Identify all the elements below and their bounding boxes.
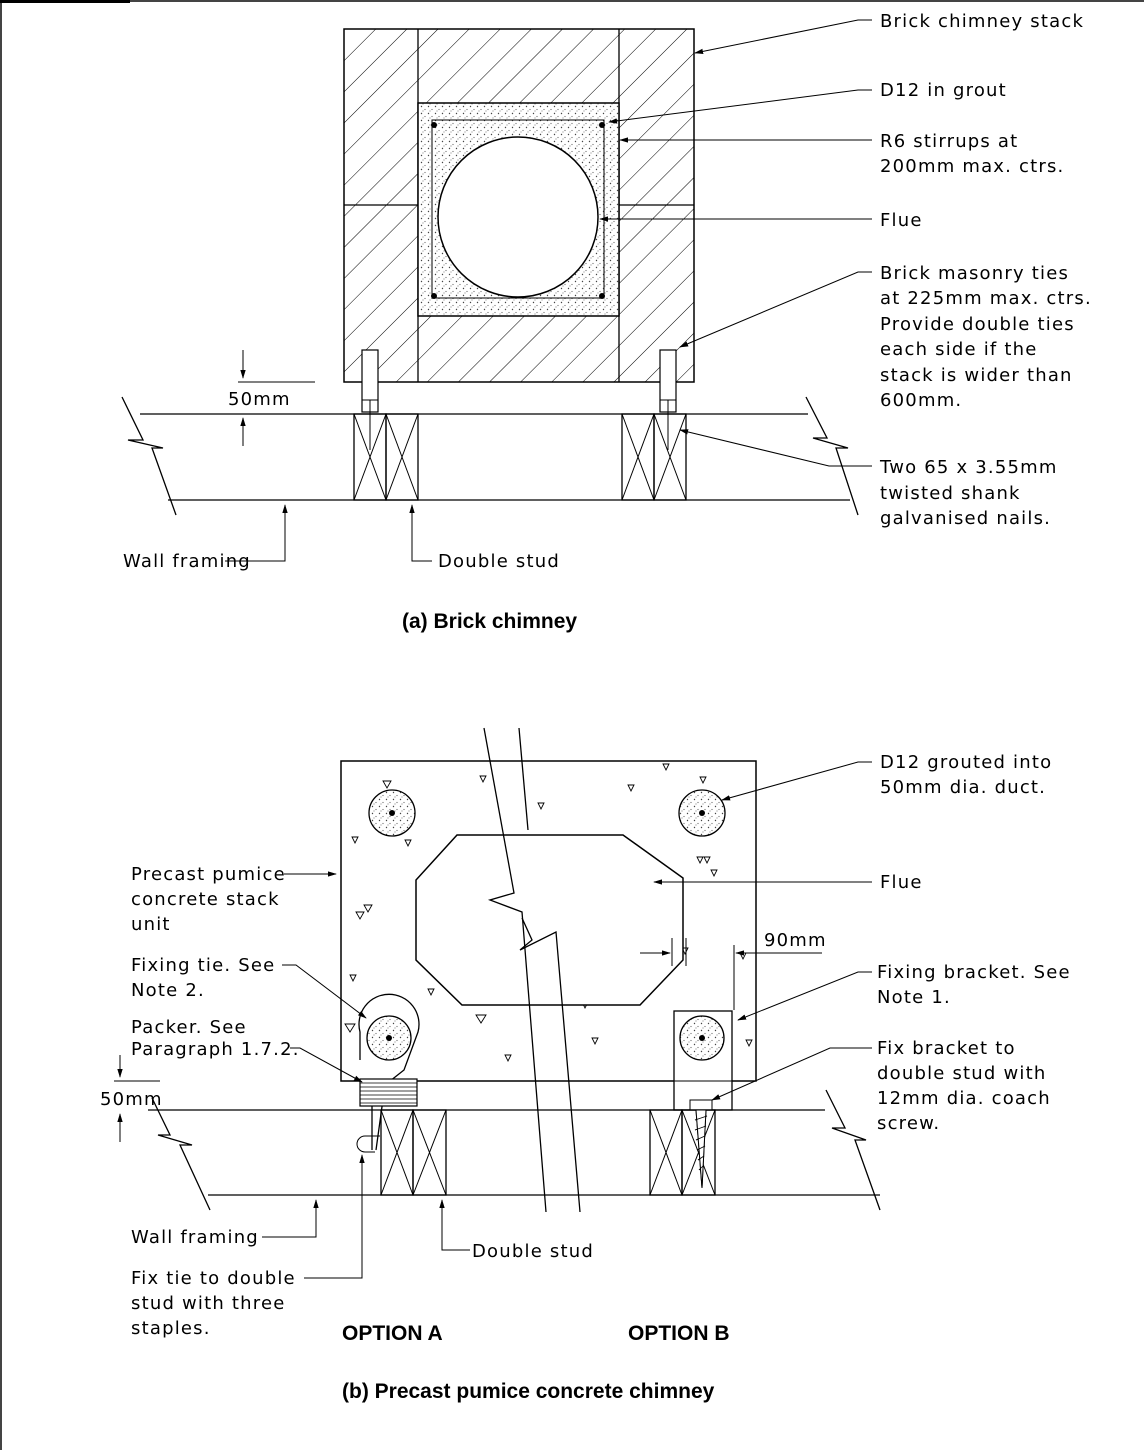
coach-screw-head	[689, 1099, 713, 1111]
label-coach-line4: screw.	[877, 1113, 940, 1134]
double-stud	[353, 413, 419, 501]
label-fixing-tie-line1: Fixing tie. See	[131, 955, 275, 976]
label-ties-line2: at 225mm max. ctrs.	[880, 288, 1092, 309]
label-d12-duct-line2: 50mm dia. duct.	[880, 777, 1046, 798]
label-bracket-line2: Note 1.	[877, 987, 951, 1008]
option-b-heading: OPTION B	[628, 1322, 730, 1345]
label-staples-line2: stud with three	[131, 1293, 286, 1314]
flue-circle	[437, 136, 599, 298]
d12-bar	[431, 122, 437, 128]
label-ties-line6: 600mm.	[880, 390, 962, 411]
label-ties-line4: each side if the	[880, 339, 1038, 360]
label-ties-line3: Provide double ties	[880, 314, 1075, 335]
label-wall-framing-b: Wall framing	[131, 1227, 259, 1248]
brick-chimney-figure: Brick chimney stack D12 in grout R6 stir…	[121, 11, 1092, 633]
packer	[359, 1078, 418, 1107]
label-staples-line3: staples.	[131, 1318, 211, 1339]
label-ties-line1: Brick masonry ties	[880, 263, 1069, 284]
label-stirrups-line2: 200mm max. ctrs.	[880, 156, 1064, 177]
label-nails-line2: twisted shank	[880, 483, 1021, 504]
label-coach-line2: double stud with	[877, 1063, 1046, 1084]
double-stud	[380, 1109, 447, 1196]
label-precast-line1: Precast pumice	[131, 864, 286, 885]
label-brick-chimney-stack: Brick chimney stack	[880, 11, 1084, 32]
label-double-stud-b: Double stud	[472, 1241, 594, 1262]
label-double-stud: Double stud	[438, 551, 560, 572]
label-precast-line2: concrete stack	[131, 889, 280, 910]
label-dim-50mm-b: 50mm	[100, 1089, 163, 1110]
label-d12-in-grout: D12 in grout	[880, 80, 1007, 101]
caption-brick-chimney: (a) Brick chimney	[402, 610, 577, 633]
label-wall-framing: Wall framing	[123, 551, 251, 572]
label-flue-b: Flue	[880, 872, 923, 893]
d12-bar	[599, 122, 605, 128]
option-a-heading: OPTION A	[342, 1322, 443, 1345]
octagonal-flue	[415, 834, 684, 1006]
label-fixing-tie-line2: Note 2.	[131, 980, 205, 1001]
d12-bar	[431, 293, 437, 299]
double-stud	[649, 1109, 716, 1196]
label-precast-line3: unit	[131, 914, 171, 935]
label-nails-line3: galvanised nails.	[880, 508, 1051, 529]
label-d12-duct-line1: D12 grouted into	[880, 752, 1052, 773]
staple	[356, 1135, 380, 1153]
d12-bar	[599, 293, 605, 299]
label-ties-line5: stack is wider than	[880, 365, 1073, 386]
label-staples-line1: Fix tie to double	[131, 1268, 296, 1289]
label-bracket-line1: Fixing bracket. See	[877, 962, 1071, 983]
double-stud	[621, 413, 687, 501]
label-packer-line1: Packer. See	[131, 1017, 247, 1038]
label-coach-line1: Fix bracket to	[877, 1038, 1016, 1059]
precast-chimney-figure: D12 grouted into 50mm dia. duct. Precast…	[100, 727, 1071, 1403]
label-dim-90mm: 90mm	[764, 930, 827, 951]
label-packer-line2: Paragraph 1.7.2.	[131, 1039, 300, 1060]
label-coach-line3: 12mm dia. coach	[877, 1088, 1051, 1109]
label-flue: Flue	[880, 210, 923, 231]
label-stirrups-line1: R6 stirrups at	[880, 131, 1018, 152]
label-nails-line1: Two 65 x 3.55mm	[879, 457, 1058, 478]
label-dim-50mm: 50mm	[228, 389, 291, 410]
r6-stirrup	[431, 119, 605, 299]
caption-precast-chimney: (b) Precast pumice concrete chimney	[342, 1380, 715, 1403]
